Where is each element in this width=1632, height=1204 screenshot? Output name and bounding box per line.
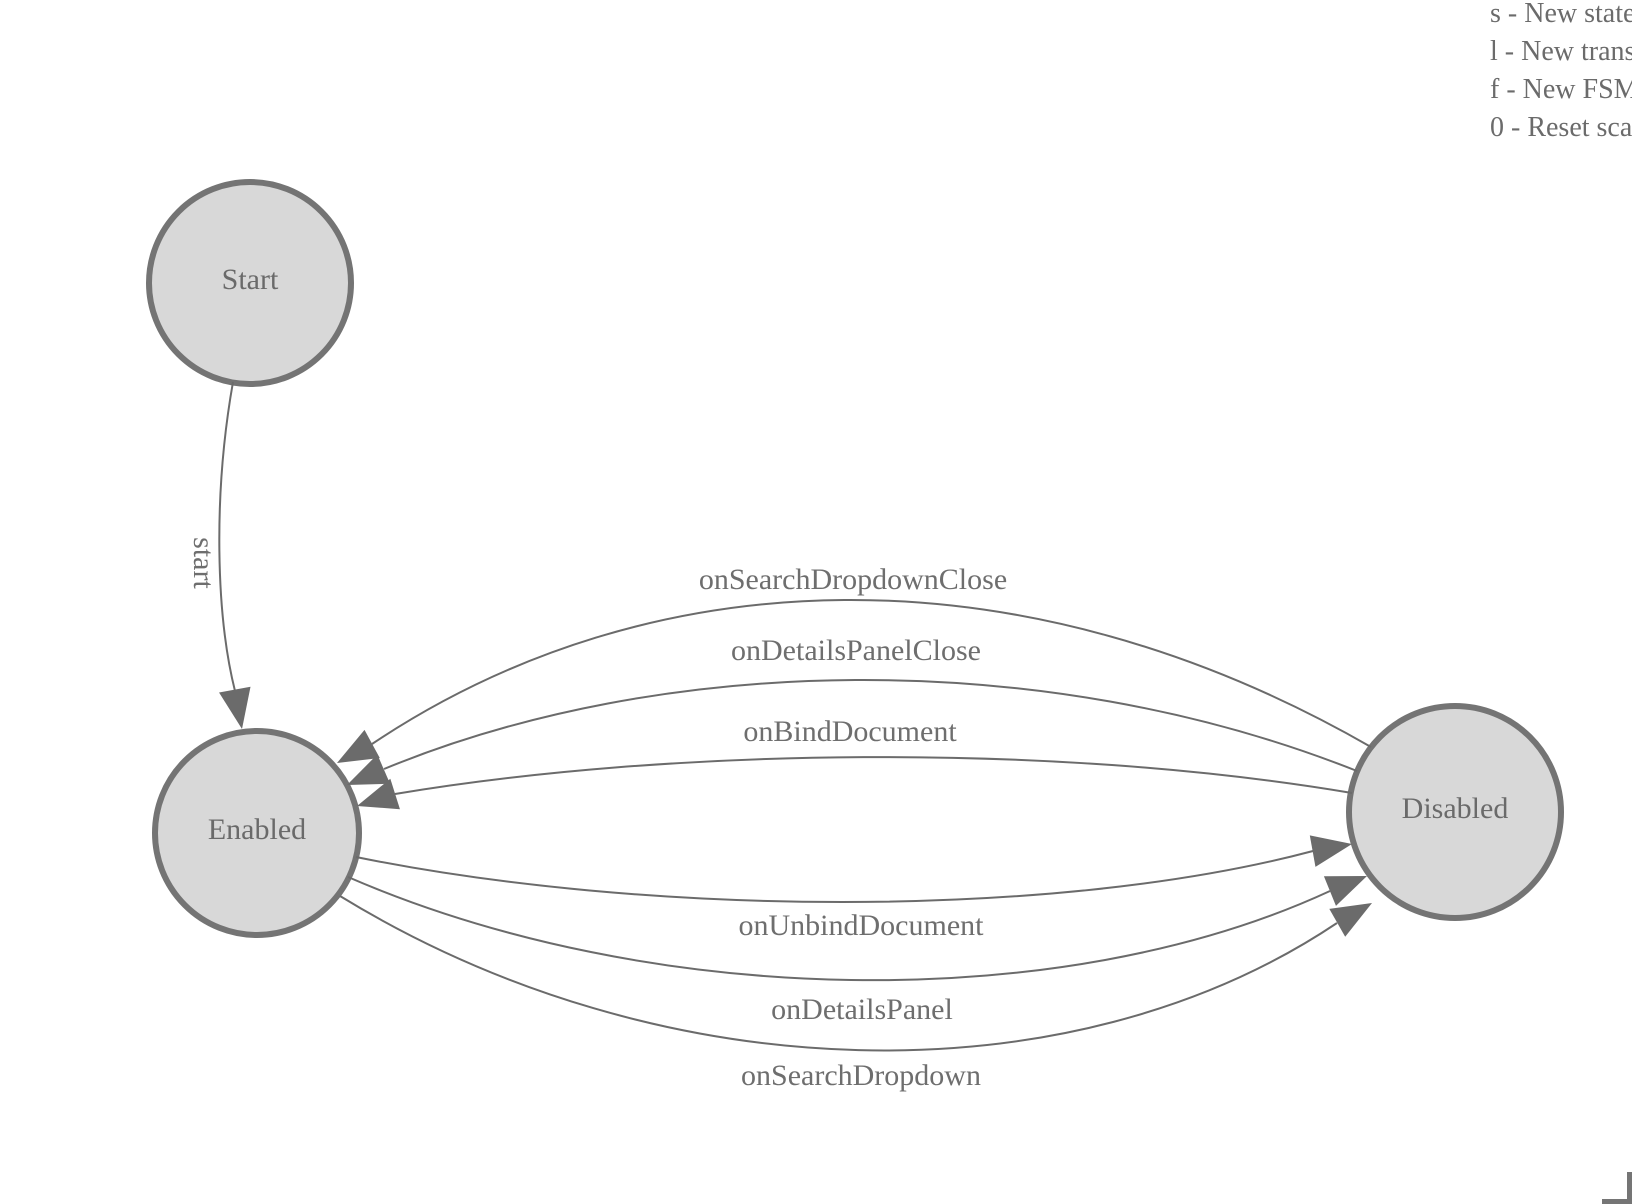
transition-edge-on-search-dropdown-close[interactable] (371, 599, 1372, 748)
arrowhead-icon-start (219, 686, 251, 729)
transition-label-start: start (187, 537, 220, 589)
transition-label-on-search-dropdown-close: onSearchDropdownClose (699, 563, 1007, 596)
state-label-start: Start (222, 263, 279, 296)
arrowhead-icon-on-details-panel (1323, 876, 1367, 906)
arrowhead-icon-on-search-dropdown (1329, 903, 1372, 937)
arrowhead-icon-on-bind-document (357, 778, 400, 810)
transition-edge-on-bind-document[interactable] (394, 756, 1353, 795)
transition-edge-on-details-panel-close[interactable] (383, 679, 1358, 772)
transition-edge-on-search-dropdown[interactable] (339, 895, 1338, 1052)
transition-edge-start[interactable] (218, 381, 236, 692)
state-node-disabled[interactable] (1346, 703, 1564, 921)
transition-label-on-details-panel: onDetailsPanel (771, 993, 953, 1026)
state-node-enabled[interactable] (152, 728, 362, 938)
canvas-corner-vertical (1627, 1172, 1632, 1204)
transition-edge-on-unbind-document[interactable] (355, 850, 1314, 903)
arrowhead-icon-on-unbind-document (1309, 835, 1352, 867)
transition-edge-on-details-panel[interactable] (347, 876, 1331, 982)
state-label-disabled: Disabled (1402, 792, 1509, 825)
state-node-start[interactable] (146, 179, 354, 387)
arrowhead-icon-on-details-panel-close (347, 754, 391, 785)
transition-label-on-unbind-document: onUnbindDocument (739, 909, 985, 942)
transition-label-on-search-dropdown: onSearchDropdown (741, 1059, 981, 1092)
legend-line-new-fsm: f - New FSM (1490, 74, 1632, 105)
transition-label-on-bind-document: onBindDocument (743, 715, 957, 748)
canvas-corner-horizontal (1602, 1199, 1632, 1204)
shortcut-legend: s - New state l - New transition f - New… (1490, 0, 1632, 147)
arrowhead-icon-on-search-dropdown-close (337, 729, 380, 763)
legend-line-new-transition: l - New transition (1490, 36, 1632, 67)
legend-line-new-state: s - New state (1490, 0, 1632, 29)
transition-label-on-details-panel-close: onDetailsPanelClose (731, 634, 981, 667)
state-label-enabled: Enabled (208, 813, 306, 846)
legend-line-reset-scale: 0 - Reset scale (1490, 112, 1632, 143)
